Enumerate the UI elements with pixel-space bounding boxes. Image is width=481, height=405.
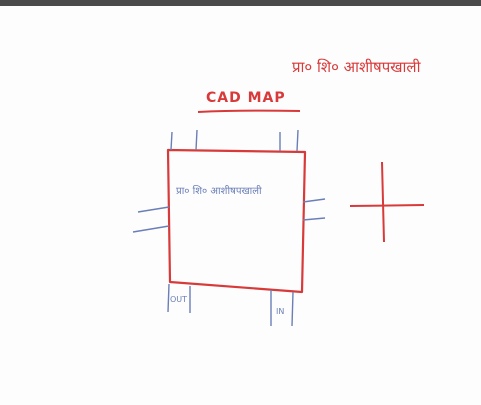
bottom-pin-out-1: [167, 283, 170, 313]
bottom-pin-in-2: [291, 291, 294, 327]
title-underline: [197, 109, 301, 113]
header-handwriting: प्रा० शि० आशीषपखाली: [292, 58, 422, 76]
left-pin-2: [132, 225, 170, 233]
right-pin-2: [302, 217, 326, 221]
top-pin-4: [296, 129, 299, 152]
cross-vertical: [381, 161, 385, 243]
in-port-label: IN: [276, 307, 284, 316]
left-pin-1: [137, 206, 170, 213]
diagram-title: CAD MAP: [206, 90, 286, 106]
top-border-strip: [0, 0, 481, 6]
right-pin-1: [302, 198, 326, 203]
top-pin-2: [195, 129, 198, 151]
out-port-label: OUT: [170, 295, 187, 304]
main-box: [166, 148, 307, 294]
top-pin-1: [170, 131, 173, 151]
cross-horizontal: [349, 204, 425, 207]
box-label: प्रा० शि० आशीषपखाली: [176, 185, 262, 197]
